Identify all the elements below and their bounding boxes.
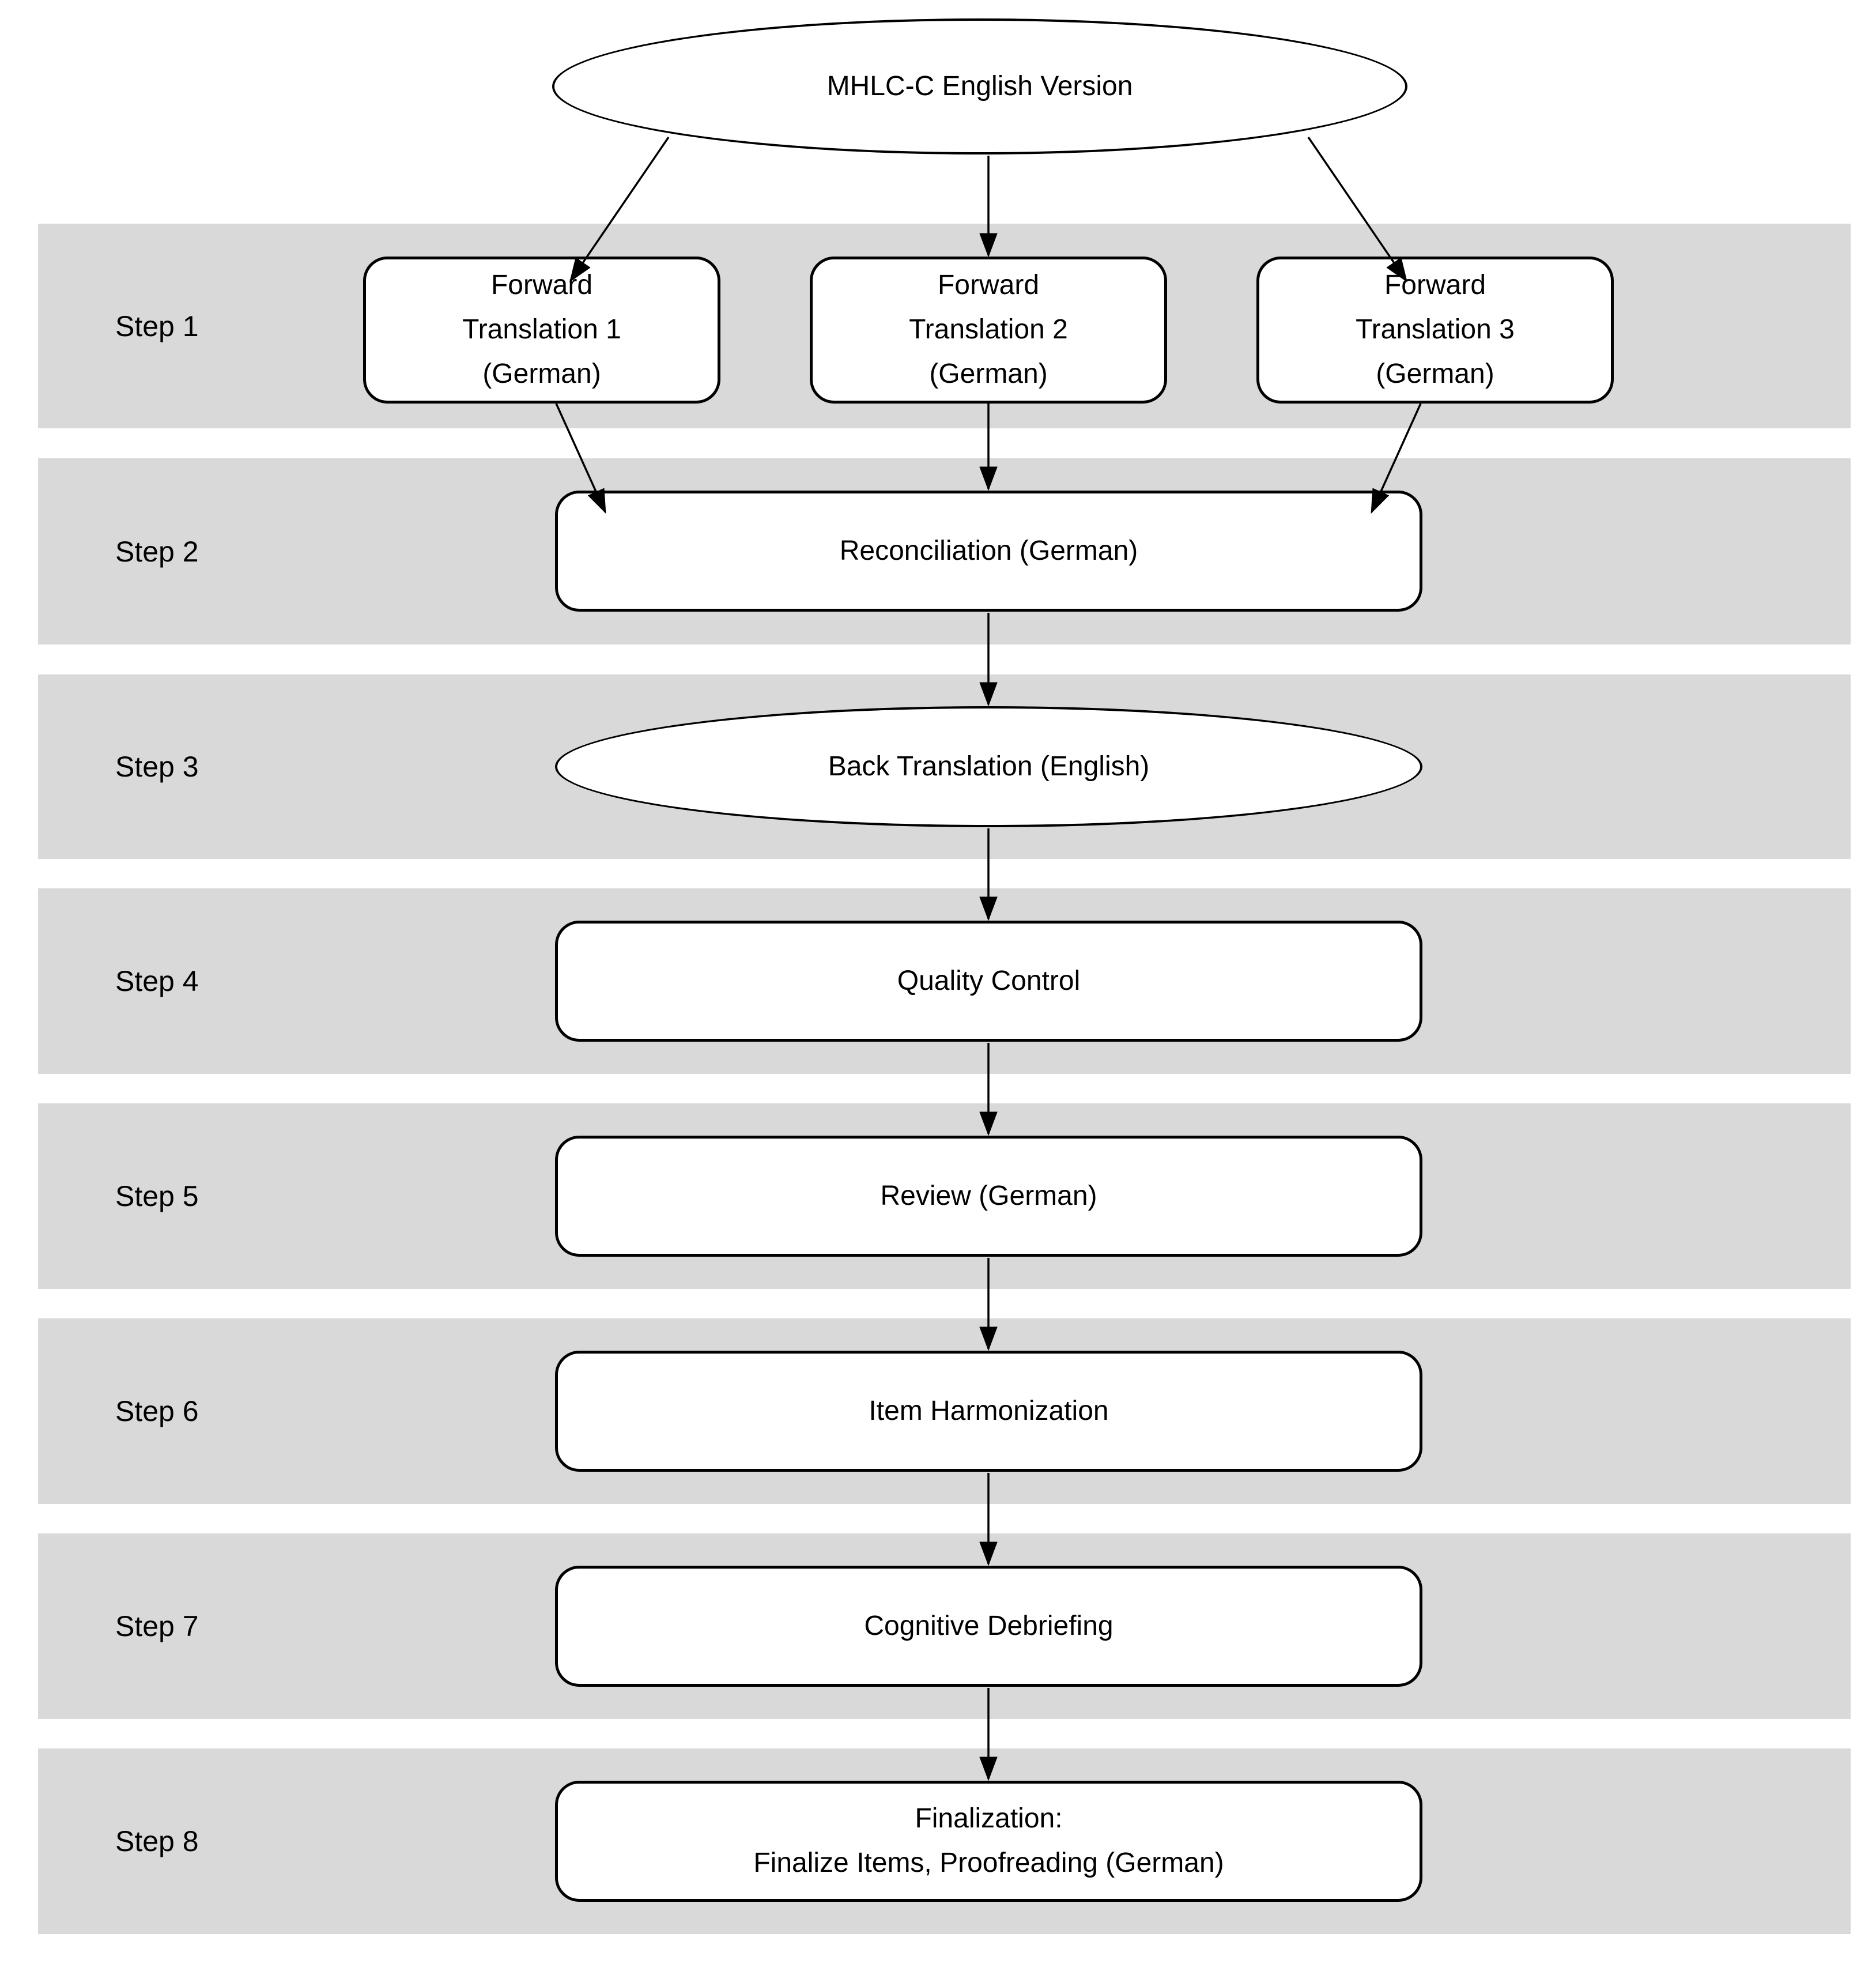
step-label-8: Step 8 [115,1825,199,1857]
node-mhlc-english-version: MHLC-C English Version [552,18,1407,154]
node-reconciliation: Reconciliation (German) [555,491,1422,612]
step-label-4: Step 4 [115,965,199,997]
step-label-5: Step 5 [115,1180,199,1212]
node-cognitive-debriefing: Cognitive Debriefing [555,1566,1422,1687]
step-label-7: Step 7 [115,1610,199,1642]
node-forward-translation-2: Forward Translation 2 (German) [810,257,1167,404]
node-item-harmonization: Item Harmonization [555,1351,1422,1472]
step-label-3: Step 3 [115,751,199,783]
node-forward-translation-1: Forward Translation 1 (German) [363,257,720,404]
node-back-translation: Back Translation (English) [555,706,1422,827]
node-review: Review (German) [555,1136,1422,1257]
step-band-2: Step 2 [38,458,1851,644]
step-label-1: Step 1 [115,310,199,342]
step-label-2: Step 2 [115,535,199,568]
step-label-6: Step 6 [115,1395,199,1427]
node-forward-translation-3: Forward Translation 3 (German) [1256,257,1614,404]
node-finalization: Finalization: Finalize Items, Proofreadi… [555,1781,1422,1902]
node-quality-control: Quality Control [555,921,1422,1042]
